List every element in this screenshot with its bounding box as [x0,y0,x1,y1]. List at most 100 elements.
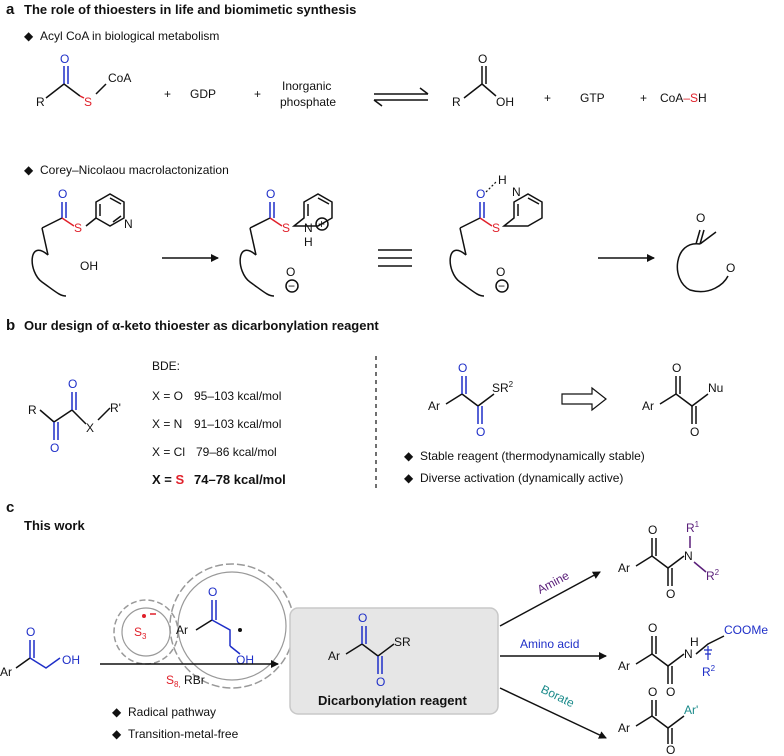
bde-row-sulfur-value: 74–78 kcal/mol [194,472,286,487]
svg-text:N: N [304,221,313,235]
svg-text:O: O [476,425,485,439]
svg-text:OH: OH [80,259,98,273]
svg-text:O: O [726,261,735,275]
gdp-label: GDP [190,87,216,101]
panel-a-title: The role of thioesters in life and biomi… [24,2,356,17]
svg-text:O: O [690,425,699,439]
plus-sign: + [254,87,261,101]
bde-row-value: 91–103 kcal/mol [194,417,281,431]
svg-text:O: O [26,625,35,639]
svg-text:CoA: CoA [108,71,131,85]
acyl-coa-structure: R O S CoA [36,52,131,109]
bde-row-value: 79–86 kcal/mol [196,445,277,459]
svg-text:O: O [496,265,505,279]
equilibrium-arrow [373,87,429,107]
svg-text:Nu: Nu [708,381,723,395]
thioester-pyridyl-structure: O S N OH [31,187,133,297]
svg-text:R1: R1 [686,520,700,535]
svg-text:R2: R2 [706,568,720,583]
carboxylic-acid-structure: R O OH [452,52,514,109]
panel-b-title: Our design of α-keto thioester as dicarb… [24,318,379,333]
bullet-icon: ◆ [404,449,414,463]
svg-text:Ar: Ar [618,659,630,673]
svg-text:S: S [84,95,92,109]
svg-text:Ar: Ar [0,665,12,679]
phosphate-label: phosphate [280,95,336,109]
bullet-icon: ◆ [112,705,122,719]
trisulfur-radical-gear-icon: S3 [113,599,179,665]
amine-arrow [499,571,601,627]
bde-row-x: X = Cl [152,445,185,459]
svg-text:O: O [648,685,657,699]
macrolactone-structure: O O [676,211,735,293]
bde-row-sulfur: X = S [152,472,185,487]
coa-sh-label: CoA–SH [660,91,707,105]
pyridinium-intermediate-structure: O S N + H O − [239,187,333,297]
svg-text:O: O [266,187,275,201]
svg-text:X: X [86,421,94,435]
diketone-product-structure: Ar O O Ar' [618,685,698,756]
svg-text:Ar: Ar [176,623,188,637]
keto-amide-generic-structure: Ar O O Nu [642,361,723,439]
equivalence-sign [378,249,412,267]
svg-text:Ar: Ar [618,721,630,735]
svg-text:−: − [288,279,295,293]
svg-text:O: O [478,52,487,66]
svg-text:O: O [672,361,681,375]
svg-text:R: R [36,95,45,109]
svg-text:COOMe: COOMe [724,623,768,637]
svg-text:H: H [690,635,699,649]
panel-a-label: a [6,1,15,18]
bde-row-value: 95–103 kcal/mol [194,389,281,403]
svg-text:O: O [666,587,675,601]
svg-text:O: O [208,585,217,599]
reaction-conditions: S8, RBr [166,673,205,689]
svg-text:Ar: Ar [642,399,654,413]
keto-amide-product-structure: Ar O O N R1 R2 [618,520,720,601]
svg-text:+: + [318,217,325,231]
panel-b-label: b [6,317,15,334]
bullet-icon: ◆ [404,471,414,485]
svg-text:O: O [58,187,67,201]
svg-text:R: R [28,403,37,417]
ketyl-radical-gear-icon: Ar O OH [169,563,295,689]
keto-thioester-structure: Ar O O SR2 [428,361,514,439]
svg-text:O: O [60,52,69,66]
svg-text:H: H [498,173,507,187]
bde-row-x: X = N [152,417,182,431]
svg-text:S: S [282,221,290,235]
dicarbonylation-reagent-box [289,607,499,715]
svg-text:O: O [286,265,295,279]
svg-text:SR2: SR2 [492,380,514,395]
dicarbonylation-reagent-label: Dicarbonylation reagent [318,693,467,708]
svg-text:N: N [124,217,133,231]
plus-sign: + [544,91,551,105]
svg-text:O: O [358,611,367,625]
transform-arrow-icon [561,386,607,412]
diverse-activation-text: Diverse activation (dynamically active) [420,471,623,485]
svg-text:O: O [458,361,467,375]
this-work-label: This work [24,518,85,533]
borate-label: Borate [539,682,577,710]
svg-text:OH: OH [62,653,80,667]
reagent-structure: Ar O O SR [328,611,411,689]
svg-text:Ar: Ar [618,561,630,575]
metal-free-text: Transition-metal-free [128,727,239,741]
bullet-icon: ◆ [112,727,122,741]
bde-row-x: X = O [152,389,183,403]
svg-text:Ar: Ar [328,649,340,663]
svg-text:O: O [50,441,59,455]
panel-a-bullet-acylcoa: Acyl CoA in biological metabolism [40,29,219,43]
svg-text:O: O [648,621,657,635]
panel-a-bullet-corey: Corey–Nicolaou macrolactonization [40,163,229,177]
hydroxyacetophenone-structure: Ar O OH [0,625,80,679]
svg-text:O: O [696,211,705,225]
svg-text:O: O [666,685,675,699]
svg-text:N: N [684,549,693,563]
svg-text:OH: OH [236,653,254,667]
svg-text:SR: SR [394,635,411,649]
plus-sign: + [164,87,171,101]
svg-text:S: S [492,221,500,235]
svg-text:R2: R2 [702,664,716,679]
